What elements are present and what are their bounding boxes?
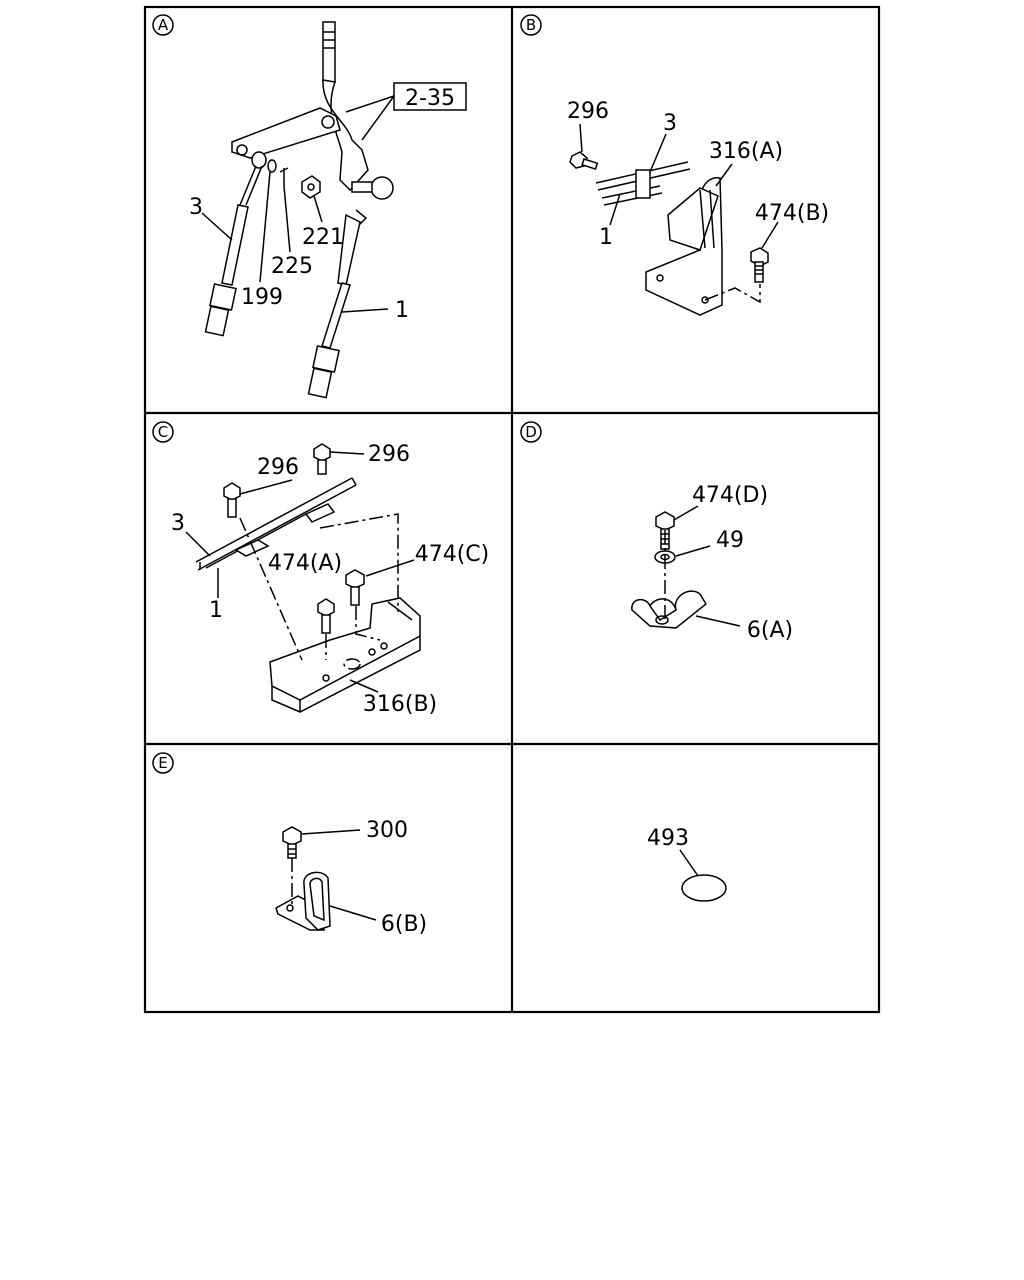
panel-c-letter: C (158, 423, 168, 441)
bracket-316a-drawing (569, 151, 769, 316)
label-b-474b: 474(B) (755, 201, 829, 226)
panel-d-letter: D (525, 423, 537, 441)
label-c-474c: 474(C) (415, 542, 490, 567)
label-c-296-right: 296 (368, 442, 410, 467)
label-b-1: 1 (599, 225, 613, 250)
label-a-225: 225 (271, 254, 313, 279)
panel-e-letter: E (158, 754, 167, 772)
label-d-49: 49 (716, 528, 744, 553)
panel-grid (143, 5, 881, 1014)
label-a-3: 3 (189, 195, 203, 220)
label-b-3: 3 (663, 111, 677, 136)
label-f-493: 493 (647, 826, 689, 851)
clip-6b-drawing (275, 826, 331, 931)
label-e-300: 300 (366, 818, 408, 843)
ref-label-2-35: 2-35 (405, 86, 455, 111)
panel-e-letter-badge: E (152, 752, 174, 774)
label-e-6b: 6(B) (381, 912, 427, 937)
panel-f: 493 (647, 826, 727, 902)
label-d-6a: 6(A) (747, 618, 793, 643)
label-c-316b: 316(B) (363, 692, 437, 717)
label-b-316a: 316(A) (709, 139, 783, 164)
panel-a-letter-badge: A (152, 14, 174, 36)
panel-d: D 474(D) 49 6(A) (520, 421, 793, 643)
label-a-221: 221 (302, 225, 344, 250)
label-d-474d: 474(D) (692, 483, 768, 508)
panel-b: B (520, 14, 829, 316)
panel-c-letter-badge: C (152, 421, 174, 443)
label-a-199: 199 (241, 285, 283, 310)
label-c-3: 3 (171, 511, 185, 536)
shift-lever-drawing (204, 21, 394, 399)
panel-b-letter: B (526, 16, 536, 34)
bracket-316b-drawing (195, 443, 421, 713)
part-493-shape (681, 874, 727, 902)
panel-e: E 300 6(B) (152, 752, 427, 937)
label-b-296: 296 (567, 99, 609, 124)
label-a-1: 1 (395, 298, 409, 323)
label-c-474a: 474(A) (268, 551, 342, 576)
label-c-296-left: 296 (257, 455, 299, 480)
panel-d-letter-badge: D (520, 421, 542, 443)
label-c-1: 1 (209, 598, 223, 623)
panel-c: C (152, 421, 490, 717)
panel-a: A (152, 14, 467, 399)
clip-6a-drawing (631, 511, 707, 629)
panel-b-letter-badge: B (520, 14, 542, 36)
panel-a-letter: A (158, 16, 169, 34)
